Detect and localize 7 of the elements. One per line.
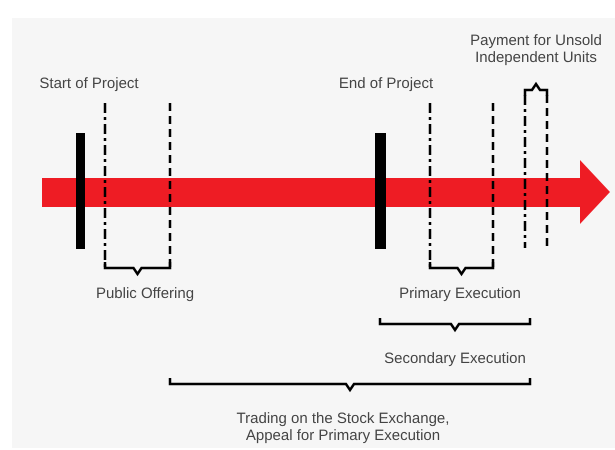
timeline-label: Start of Project [38, 75, 140, 92]
timeline-label: End of Project [338, 75, 434, 92]
timeline-label: Public Offering [94, 285, 196, 302]
timeline-label: Trading on the Stock Exchange, Appeal for Primary Execution [236, 410, 450, 444]
timeline-label: Secondary Execution [383, 350, 527, 367]
timeline-label: Primary Execution [398, 285, 522, 302]
timeline-label: Payment for Unsold Independent Units [469, 32, 603, 66]
